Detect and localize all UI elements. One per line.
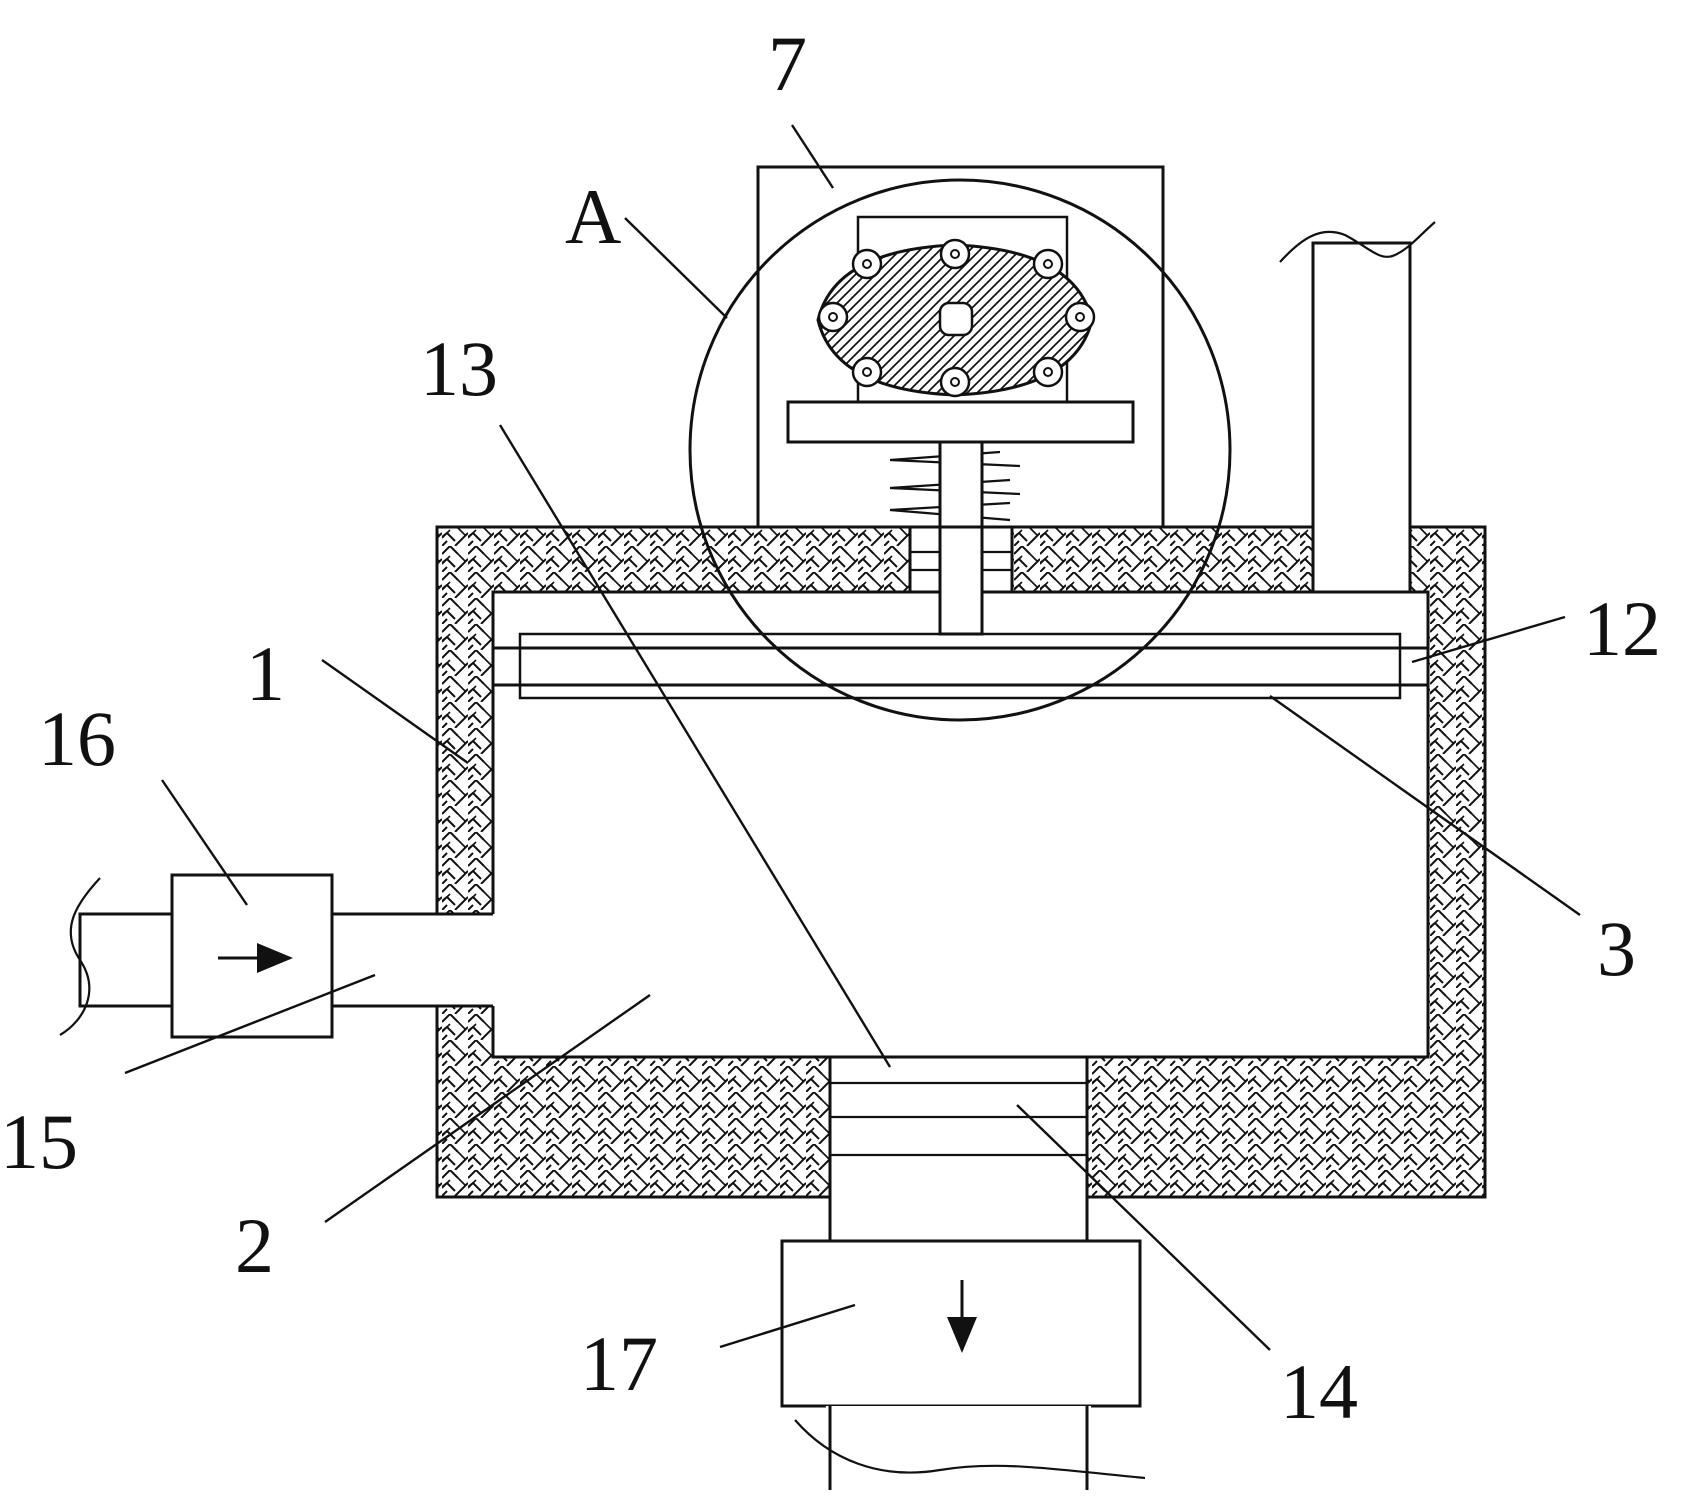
vertical-pipe-right [1311, 241, 1412, 594]
label-7: 7 [768, 20, 807, 107]
label-16: 16 [38, 695, 116, 782]
leader-lines [124, 124, 1581, 1351]
bolt-center [862, 259, 872, 269]
cam-center-hole [938, 301, 974, 337]
label-13: 13 [420, 325, 498, 412]
outlet-lower-walls [828, 1406, 1089, 1490]
outlet-clear-bottom [826, 1406, 1091, 1498]
inlet-wall-gap [437, 914, 495, 1006]
outlet-filter-lines [830, 1081, 1087, 1157]
piston-plate-12 [491, 646, 1430, 687]
label-1: 1 [246, 630, 285, 717]
pressing-plate [786, 400, 1135, 444]
bolt-center [950, 249, 960, 259]
label-14: 14 [1280, 1348, 1358, 1435]
piston-plate-3 [518, 632, 1402, 700]
pipe-break-top [1279, 221, 1436, 263]
detail-circle-a [688, 178, 1232, 722]
label-12: 12 [1583, 585, 1661, 672]
label-a: A [565, 173, 621, 260]
bolt-center [950, 377, 960, 387]
cam-bolts [817, 238, 1096, 398]
label-3: 3 [1597, 905, 1636, 992]
rod-lower [938, 525, 984, 636]
bolt-center [828, 312, 838, 322]
label-2: 2 [235, 1202, 274, 1289]
inlet-valve [170, 873, 334, 1039]
label-15: 15 [0, 1098, 78, 1185]
inlet-wall-edges [437, 912, 493, 1008]
inlet-pipe-break [59, 877, 101, 1036]
label-17: 17 [580, 1320, 658, 1407]
bolt-center [862, 367, 872, 377]
bolt-center [1043, 367, 1053, 377]
bolt-center [1075, 312, 1085, 322]
bolt-center [1043, 259, 1053, 269]
outlet-pipe-break [794, 1419, 1146, 1480]
